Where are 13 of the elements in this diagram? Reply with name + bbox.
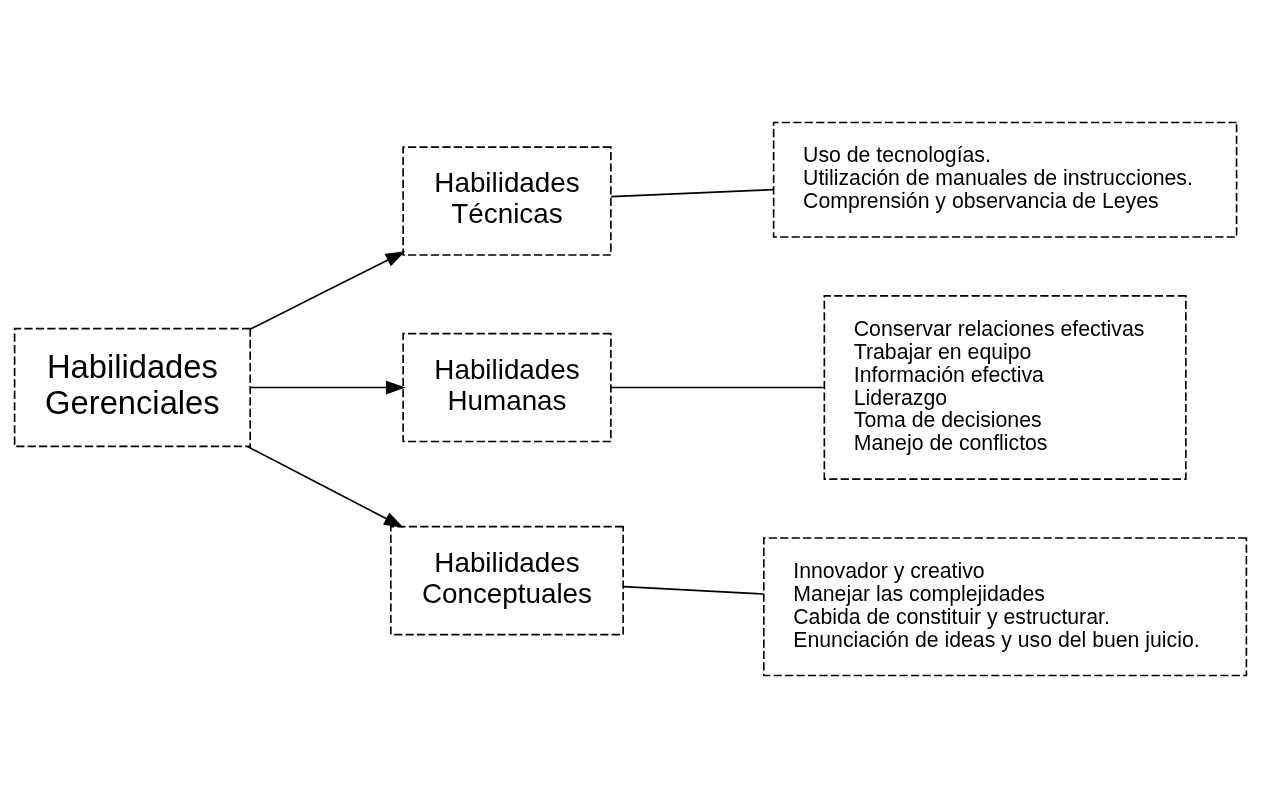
- node-box: Innovador y creativo Manejar las complejidades Cabida de constituir y estructurar. Enunciación de ideas y uso del buen juicio.: [763, 536, 1248, 676]
- arrow: [249, 380, 406, 394]
- arrow: [249, 250, 406, 330]
- node-box: Conservar relaciones efectivas Trabajar en equipo Información efectiva Liderazgo Toma de decisiones Manejo de conflictos: [823, 294, 1187, 480]
- connector: [610, 386, 825, 388]
- connector: [622, 585, 765, 595]
- arrow: [246, 445, 404, 528]
- node-box: Uso de tecnologías. Utilización de manuales de instrucciones. Comprensión y observancia de Leyes: [772, 121, 1238, 238]
- node-box: Habilidades Técnicas: [402, 145, 612, 256]
- node-box: Habilidades Conceptuales: [390, 525, 624, 635]
- node-box: Habilidades Humanas: [402, 332, 612, 442]
- node-box: Habilidades Gerenciales: [13, 327, 251, 447]
- connector: [610, 188, 775, 197]
